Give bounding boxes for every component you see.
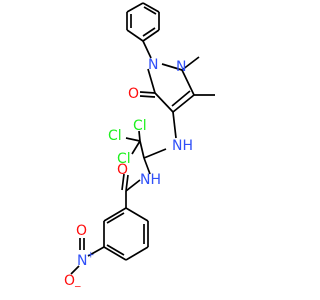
atom-n-nitro: N xyxy=(77,253,87,269)
atom-o-nitro-double: O xyxy=(76,223,87,239)
atom-nh-amide: NH xyxy=(140,172,161,188)
nitro-negative-charge: − xyxy=(74,283,82,293)
atom-o-nitro-single: O xyxy=(64,273,75,289)
atom-nh-amine: NH xyxy=(172,138,193,154)
atom-o-ketone: O xyxy=(128,86,139,102)
atom-label-layer: N N O NH Cl Cl Cl NH O N + O O − xyxy=(64,57,193,293)
bond-layer xyxy=(70,2,215,275)
atom-cl-3: Cl xyxy=(117,151,131,167)
atom-n-pyrazole-2: N xyxy=(176,59,186,75)
molecule-diagram: N N O NH Cl Cl Cl NH O N + O O − xyxy=(64,2,215,293)
nitro-positive-charge: + xyxy=(87,251,95,261)
atom-o-amide: O xyxy=(117,162,128,178)
atom-n-pyrazole-1: N xyxy=(148,57,158,73)
atom-cl-1: Cl xyxy=(133,118,147,134)
atom-cl-2: Cl xyxy=(108,128,122,144)
structure-canvas: N N O NH Cl Cl Cl NH O N + O O − xyxy=(64,2,215,293)
